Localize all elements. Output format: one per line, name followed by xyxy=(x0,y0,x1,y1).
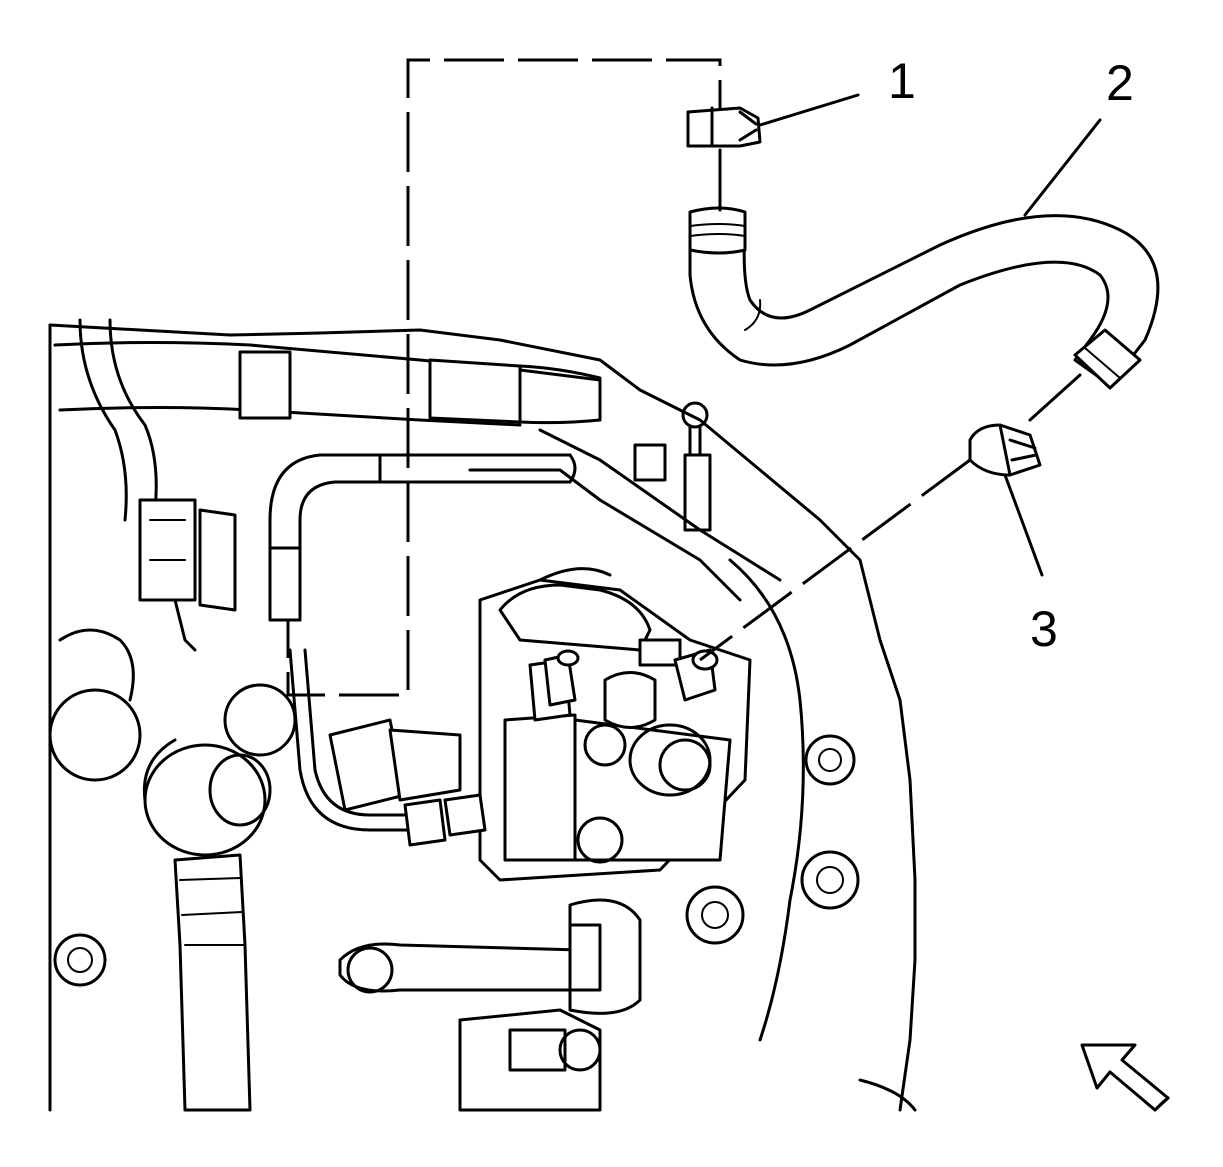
return-line xyxy=(268,453,577,847)
callout-3: 3 xyxy=(1030,601,1058,657)
leader-line-hose-end xyxy=(286,58,722,697)
leader-line-hose-2 xyxy=(1028,373,1082,422)
leader-line-clamp-3 xyxy=(699,458,971,662)
fuel-pump xyxy=(478,567,752,882)
clamp-1 xyxy=(686,93,860,148)
engine-assembly xyxy=(48,318,917,1112)
callout-2: 2 xyxy=(1106,55,1134,111)
view-direction-arrow-icon xyxy=(1080,1043,1170,1112)
clamp-3 xyxy=(968,423,1044,577)
callout-1: 1 xyxy=(888,53,916,109)
hose-2 xyxy=(688,118,1160,390)
